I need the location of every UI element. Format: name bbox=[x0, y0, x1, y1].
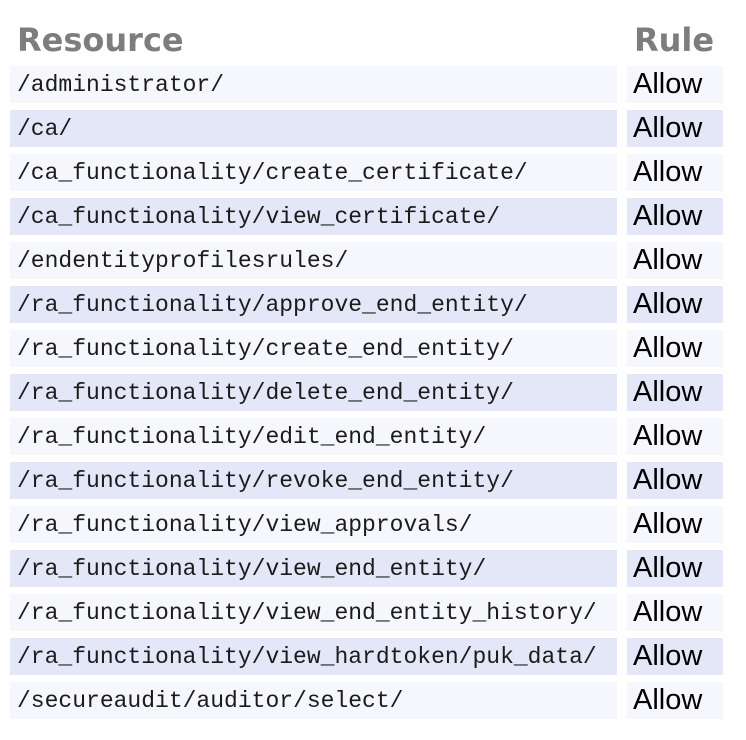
table-row: /administrator/ Allow bbox=[10, 66, 723, 103]
rule-cell: Allow bbox=[627, 242, 723, 279]
resource-cell: /ra_functionality/delete_end_entity/ bbox=[10, 374, 617, 411]
rule-cell: Allow bbox=[627, 374, 723, 411]
rule-cell: Allow bbox=[627, 550, 723, 587]
table-row: /ra_functionality/edit_end_entity/ Allow bbox=[10, 418, 723, 455]
resource-column-header: Resource bbox=[17, 21, 184, 59]
resource-cell: /ca_functionality/create_certificate/ bbox=[10, 154, 617, 191]
table-row: /ra_functionality/approve_end_entity/ Al… bbox=[10, 286, 723, 323]
resource-cell: /ra_functionality/edit_end_entity/ bbox=[10, 418, 617, 455]
rule-cell: Allow bbox=[627, 594, 723, 631]
resource-cell: /ra_functionality/create_end_entity/ bbox=[10, 330, 617, 367]
rule-column-header: Rule bbox=[634, 21, 715, 59]
table-row: /ra_functionality/view_end_entity_histor… bbox=[10, 594, 723, 631]
resource-cell: /secureaudit/auditor/select/ bbox=[10, 682, 617, 719]
table-row: /ca/ Allow bbox=[10, 110, 723, 147]
table-row: /endentityprofilesrules/ Allow bbox=[10, 242, 723, 279]
resource-cell: /ra_functionality/revoke_end_entity/ bbox=[10, 462, 617, 499]
rule-cell: Allow bbox=[627, 418, 723, 455]
rule-cell: Allow bbox=[627, 154, 723, 191]
table-row: /ra_functionality/view_hardtoken/puk_dat… bbox=[10, 638, 723, 675]
table-row: /ra_functionality/revoke_end_entity/ All… bbox=[10, 462, 723, 499]
rule-cell: Allow bbox=[627, 462, 723, 499]
resource-cell: /ca/ bbox=[10, 110, 617, 147]
resource-cell: /ca_functionality/view_certificate/ bbox=[10, 198, 617, 235]
table-row: /ra_functionality/create_end_entity/ All… bbox=[10, 330, 723, 367]
resource-cell: /ra_functionality/view_approvals/ bbox=[10, 506, 617, 543]
table-row: /ra_functionality/view_approvals/ Allow bbox=[10, 506, 723, 543]
table-row: /secureaudit/auditor/select/ Allow bbox=[10, 682, 723, 719]
rule-cell: Allow bbox=[627, 198, 723, 235]
resource-cell: /administrator/ bbox=[10, 66, 617, 103]
table-row: /ca_functionality/create_certificate/ Al… bbox=[10, 154, 723, 191]
access-rules-header: Resource Rule bbox=[10, 7, 723, 59]
resource-cell: /ra_functionality/view_end_entity/ bbox=[10, 550, 617, 587]
rule-cell: Allow bbox=[627, 330, 723, 367]
table-row: /ca_functionality/view_certificate/ Allo… bbox=[10, 198, 723, 235]
rule-cell: Allow bbox=[627, 110, 723, 147]
table-row: /ra_functionality/delete_end_entity/ All… bbox=[10, 374, 723, 411]
resource-cell: /ra_functionality/approve_end_entity/ bbox=[10, 286, 617, 323]
resource-cell: /endentityprofilesrules/ bbox=[10, 242, 617, 279]
header-row: Resource Rule bbox=[10, 7, 723, 59]
rule-cell: Allow bbox=[627, 286, 723, 323]
access-rules-body: /administrator/ Allow /ca/ Allow /ca_fun… bbox=[10, 66, 723, 719]
rule-cell: Allow bbox=[627, 638, 723, 675]
rule-cell: Allow bbox=[627, 506, 723, 543]
access-rules-table: Resource Rule /administrator/ Allow /ca/… bbox=[10, 7, 723, 719]
table-row: /ra_functionality/view_end_entity/ Allow bbox=[10, 550, 723, 587]
rule-cell: Allow bbox=[627, 66, 723, 103]
resource-cell: /ra_functionality/view_end_entity_histor… bbox=[10, 594, 617, 631]
rule-cell: Allow bbox=[627, 682, 723, 719]
resource-cell: /ra_functionality/view_hardtoken/puk_dat… bbox=[10, 638, 617, 675]
